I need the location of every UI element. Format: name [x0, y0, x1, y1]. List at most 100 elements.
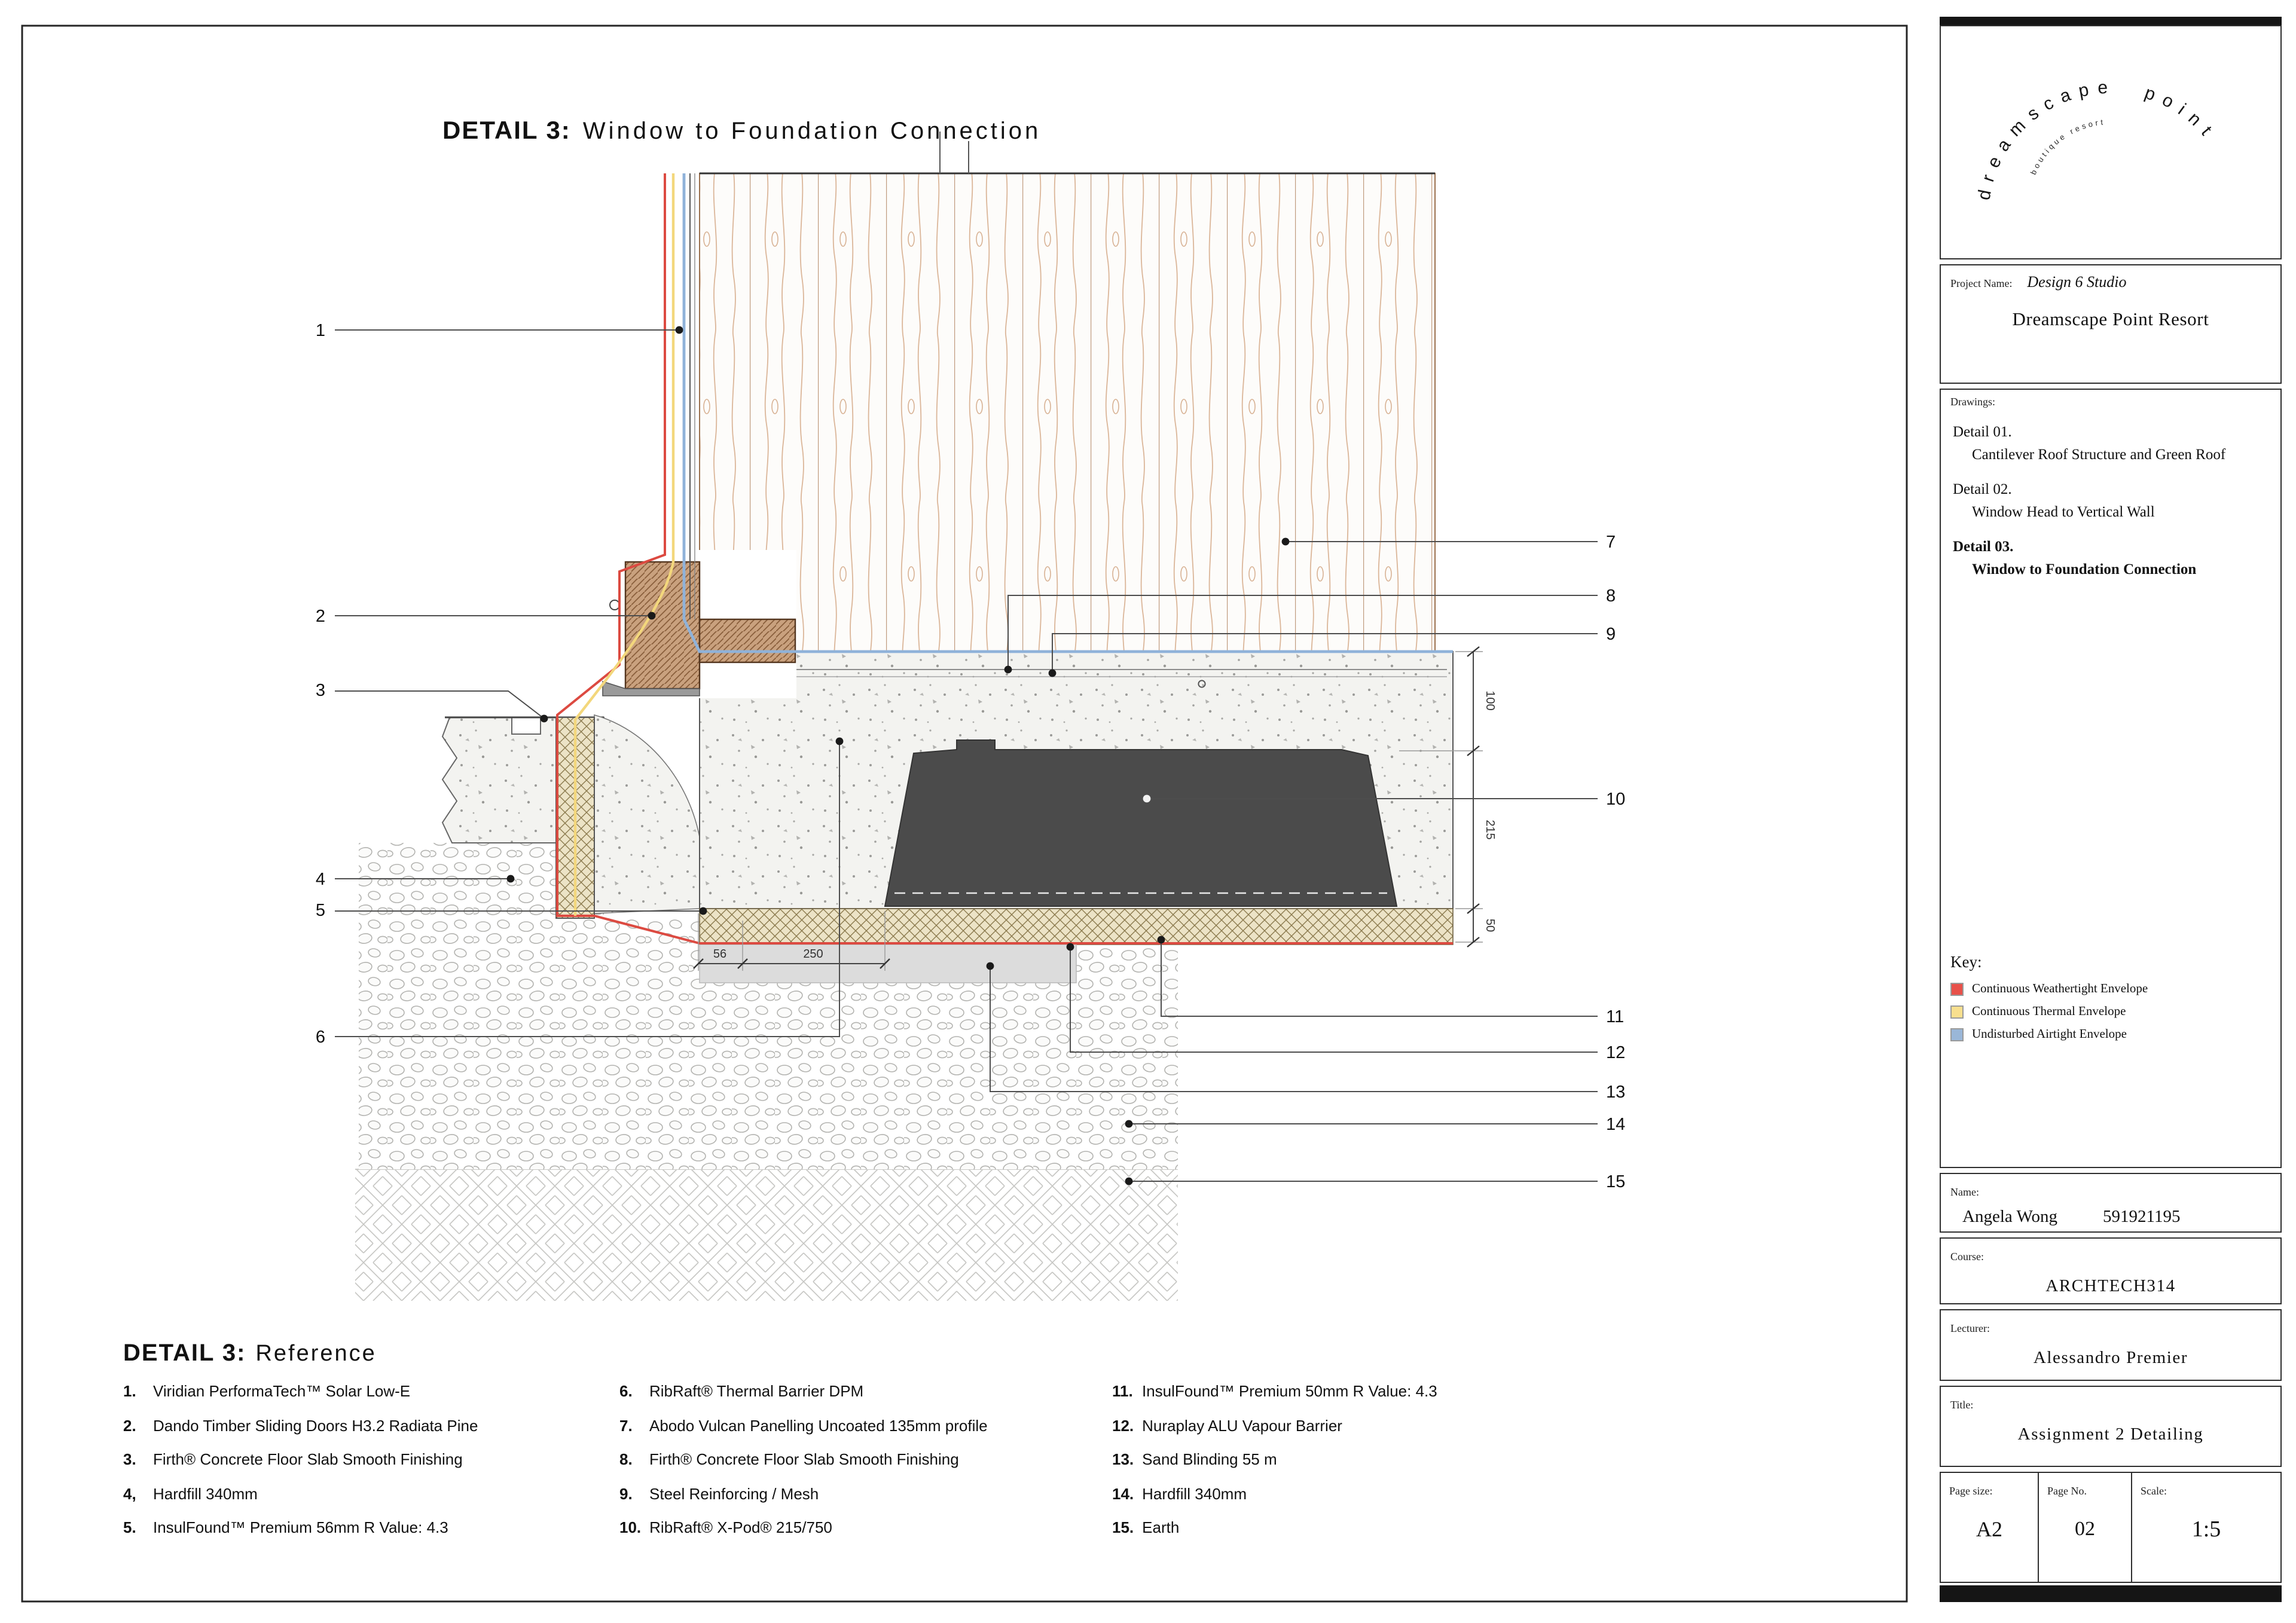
reference-column-1: 1.Viridian PerformaTech™ Solar Low-E 2.D…	[123, 1382, 602, 1552]
thermal-swatch-icon	[1950, 1005, 1964, 1019]
earth-hatch-layer	[355, 1169, 1178, 1301]
lecturer-box: Lecturer: Alessandro Premier	[1940, 1309, 2282, 1381]
dreamscape-point-logo: dreamscape point boutique resort	[1974, 77, 2221, 201]
underslab-insulation	[699, 908, 1454, 945]
key-item-airtight: Undisturbed Airtight Envelope	[1950, 1028, 2271, 1041]
callout-label-3: 3	[316, 681, 325, 700]
sheet-title-label: Title:	[1950, 1399, 1974, 1411]
reference-item: 11.InsulFound™ Premium 50mm R Value: 4.3	[1112, 1382, 1437, 1400]
dim-50: 50	[1483, 919, 1497, 932]
sheet-title-value: Assignment 2 Detailing	[2017, 1425, 2204, 1444]
callout-label-11: 11	[1606, 1007, 1624, 1026]
reference-item: 9.Steel Reinforcing / Mesh	[619, 1484, 819, 1502]
drawing-entry-02-no: Detail 02.	[1953, 480, 2012, 497]
reference-item: 10.RibRaft® X-Pod® 215/750	[619, 1518, 832, 1536]
vertical-dimension-chain	[1399, 646, 1483, 947]
key-label: Key:	[1950, 953, 1982, 971]
callout-label-1: 1	[316, 321, 325, 340]
reference-item: 15.Earth	[1112, 1518, 1180, 1536]
title-block-top-bar	[1940, 17, 2282, 25]
dim-215: 215	[1483, 820, 1497, 839]
reference-heading-number: DETAIL 3:	[123, 1340, 246, 1367]
logo-sub-text: boutique resort	[2029, 117, 2103, 176]
project-name-value: Design 6 Studio	[2027, 273, 2127, 291]
key-item-thermal: Continuous Thermal Envelope	[1950, 1005, 2271, 1019]
callout-label-14: 14	[1606, 1115, 1625, 1134]
name-label: Name:	[1950, 1186, 1979, 1198]
callout-label-7: 7	[1606, 533, 1616, 552]
resort-name: Dreamscape Point Resort	[2012, 310, 2209, 330]
detail-3-title-text: Window to Foundation Connection	[582, 118, 1042, 145]
glazing-lines	[689, 173, 695, 619]
thermal-envelope-line	[573, 173, 675, 916]
callout-label-8: 8	[1606, 586, 1616, 606]
course-label: Course:	[1950, 1251, 1984, 1263]
page-info-box: Page size: A2 Page No. 02 Scale: 1:5	[1940, 1472, 2282, 1583]
course-value: ARCHTECH314	[2045, 1277, 2176, 1296]
callout-leaders	[335, 329, 1598, 1182]
logo-arc-text: dreamscape point	[1974, 77, 2212, 201]
sheet-title-box: Title: Assignment 2 Detailing	[1940, 1386, 2282, 1467]
drawings-label: Drawings:	[1950, 396, 1995, 408]
page-size-value: A2	[1976, 1517, 2002, 1541]
reference-item: 12.Nuraplay ALU Vapour Barrier	[1112, 1416, 1342, 1434]
timber-cladding	[699, 132, 1436, 652]
project-box: Project Name: Design 6 Studio Dreamscape…	[1940, 264, 2282, 384]
callout-label-9: 9	[1606, 625, 1616, 644]
callout-label-4: 4	[316, 870, 325, 889]
logo-box: dreamscape point boutique resort	[1940, 25, 2282, 259]
callout-label-6: 6	[316, 1028, 325, 1047]
edge-beam-concrete	[594, 714, 700, 914]
student-id: 591921195	[2103, 1208, 2181, 1227]
scale-cell: Scale: 1:5	[2132, 1473, 2280, 1582]
key-item-weathertight: Continuous Weathertight Envelope	[1950, 983, 2271, 996]
drawing-entry-03-no: Detail 03.	[1953, 537, 2014, 555]
reference-item: 3.Firth® Concrete Floor Slab Smooth Fini…	[123, 1450, 463, 1468]
student-name: Angela Wong	[1962, 1208, 2058, 1227]
sheet-border	[21, 25, 1908, 1603]
detail-3-title-number: DETAIL 3:	[442, 117, 571, 145]
project-name-label: Project Name:	[1950, 277, 2013, 289]
reference-heading-text: Reference	[255, 1341, 377, 1367]
callout-dots	[506, 326, 1290, 1185]
svg-text:boutique resort: boutique resort	[2029, 117, 2106, 176]
svg-text:dreamscape point: dreamscape point	[1974, 77, 2221, 201]
page-no-value: 02	[2075, 1517, 2095, 1540]
title-block: dreamscape point boutique resort Project…	[1940, 17, 2282, 1602]
horizontal-dimension-chain	[693, 911, 890, 971]
page-no-cell: Page No. 02	[2039, 1473, 2132, 1582]
weathertight-envelope-line	[556, 173, 1453, 945]
scale-value: 1:5	[2191, 1517, 2221, 1542]
dim-56: 56	[713, 947, 726, 961]
door-sill-assembly	[600, 550, 796, 698]
title-block-bottom-bar	[1940, 1585, 2282, 1602]
reference-item: 6.RibRaft® Thermal Barrier DPM	[619, 1382, 864, 1400]
xpod-void-former	[884, 739, 1398, 907]
reference-item: 13.Sand Blinding 55 m	[1112, 1450, 1277, 1468]
callout-label-2: 2	[316, 607, 325, 626]
callout-label-5: 5	[316, 901, 325, 920]
airtight-envelope-line	[682, 173, 1453, 653]
callout-label-13: 13	[1606, 1083, 1625, 1102]
reference-column-3: 11.InsulFound™ Premium 50mm R Value: 4.3…	[1112, 1382, 1590, 1552]
course-box: Course: ARCHTECH314	[1940, 1237, 2282, 1304]
detail-3-title: DETAIL 3: Window to Foundation Connection	[442, 117, 1041, 146]
reference-item: 8.Firth® Concrete Floor Slab Smooth Fini…	[619, 1450, 959, 1468]
dim-250: 250	[803, 947, 823, 961]
lecturer-label: Lecturer:	[1950, 1322, 1990, 1334]
drawing-entry-01-name: Cantilever Roof Structure and Green Roof	[1972, 446, 2226, 463]
lecturer-value: Alessandro Premier	[2033, 1349, 2188, 1368]
reference-item: 14.Hardfill 340mm	[1112, 1484, 1247, 1502]
drawing-entry-03-name: Window to Foundation Connection	[1972, 560, 2197, 577]
detail-drawing: 100 215 50 56 250	[21, 25, 1908, 1603]
weathertight-swatch-icon	[1950, 983, 1964, 996]
reference-item: 2.Dando Timber Sliding Doors H3.2 Radiat…	[123, 1416, 478, 1434]
reference-item: 4,Hardfill 340mm	[123, 1484, 258, 1502]
reference-column-2: 6.RibRaft® Thermal Barrier DPM 7.Abodo V…	[619, 1382, 1098, 1552]
drawing-entry-02-name: Window Head to Vertical Wall	[1972, 503, 2155, 520]
dim-100: 100	[1483, 690, 1497, 710]
name-box: Name: Angela Wong 591921195	[1940, 1173, 2282, 1233]
reference-heading: DETAIL 3: Reference	[123, 1340, 377, 1368]
